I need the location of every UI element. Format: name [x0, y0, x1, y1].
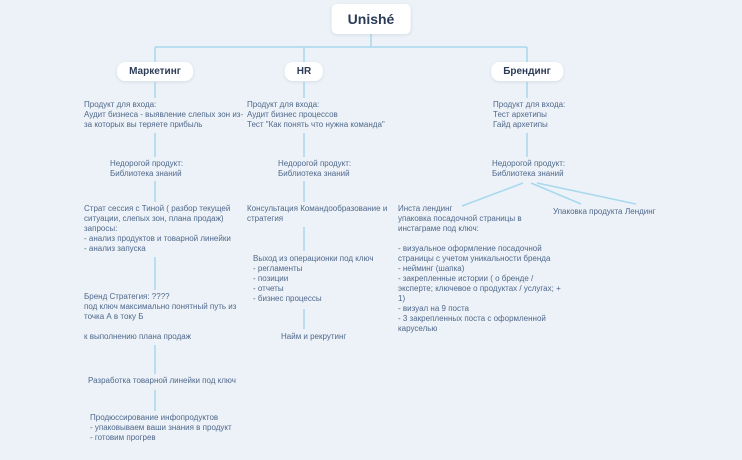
node-hr-consulting[interactable]: Консультация Командообразование и страте… [247, 204, 388, 223]
node-marketing-brand-strategy[interactable]: Бренд Стратегия: ???? под ключ максималь… [84, 292, 237, 341]
node-hr-recruiting[interactable]: Найм и рекрутинг [281, 332, 347, 341]
node-branding-product-packaging[interactable]: Упаковка продукта [553, 207, 623, 216]
node-marketing-product-line[interactable]: Разработка товарной линейки под ключ [88, 376, 236, 385]
node-branding-insta-landing[interactable]: Инста лендинг упаковка посадочной страни… [398, 204, 561, 333]
node-hr-operations-exit[interactable]: Выход из операционки под ключ - регламен… [253, 254, 374, 303]
node-marketing-product-entry[interactable]: Продукт для входа: Аудит бизнеса - выявл… [84, 100, 244, 129]
node-hr-cheap-product[interactable]: Недорогой продукт: Библиотека знаний [278, 159, 352, 178]
root-node[interactable]: Unishé [331, 4, 411, 34]
node-branding-cheap-product[interactable]: Недорогой продукт: Библиотека знаний [492, 159, 566, 178]
connector-line [530, 182, 582, 205]
connector-line [536, 182, 637, 205]
node-marketing-strategy-session[interactable]: Страт сессия с Тиной ( разбор текущей си… [84, 204, 231, 253]
branch-node-hr[interactable]: HR [284, 62, 324, 81]
connector-line [461, 182, 524, 207]
node-branding-product-entry[interactable]: Продукт для входа: Тест архетипы Гайд ар… [493, 100, 566, 129]
branch-node-marketing[interactable]: Маркетинг [117, 62, 193, 81]
node-marketing-cheap-product[interactable]: Недорогой продукт: Библиотека знаний [110, 159, 184, 178]
branch-node-branding[interactable]: Брендинг [491, 62, 563, 81]
node-marketing-producing[interactable]: Продюссирование инфопродуктов - упаковыв… [90, 413, 232, 442]
node-branding-landing[interactable]: Лендинг [625, 207, 656, 216]
node-hr-product-entry[interactable]: Продукт для входа: Аудит бизнес процессо… [247, 100, 385, 129]
